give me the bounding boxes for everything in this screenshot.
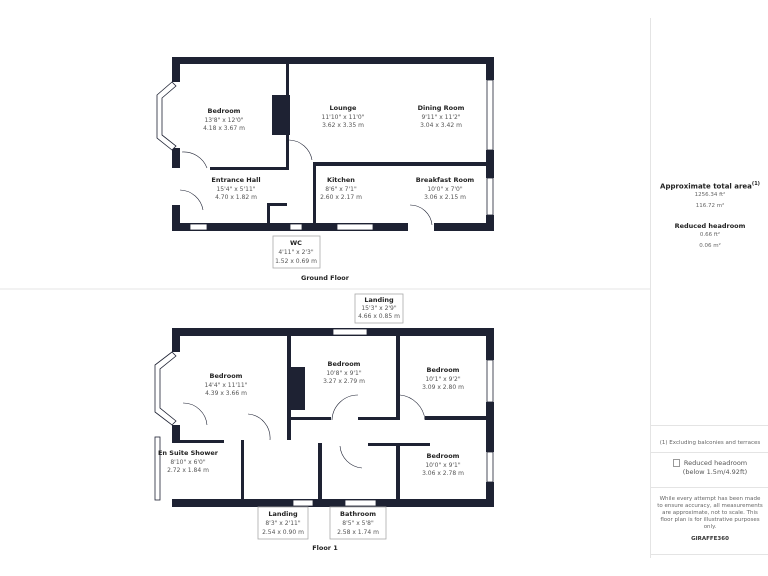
ground-floor-walls xyxy=(156,57,494,231)
room-label: Bedroom xyxy=(210,372,243,380)
disclaimer: While every attempt has been made to ens… xyxy=(657,496,763,530)
floor-title: Ground Floor xyxy=(301,274,350,282)
room-name: Lounge xyxy=(330,104,358,112)
room-label: 8'5" x 5'8" xyxy=(342,520,374,527)
room-name: Dining Room xyxy=(418,104,465,112)
room-label: 2.60 x 2.17 m xyxy=(320,194,362,201)
room-label: 8'10" x 6'0" xyxy=(170,459,206,466)
room-label: 15'4" x 5'11" xyxy=(216,186,255,193)
room-label: Bedroom xyxy=(427,452,460,460)
headroom-legend-icon xyxy=(672,459,680,467)
room-label: 2.58 x 1.74 m xyxy=(337,529,379,536)
ground-floor-labels: Bedroom 13'8" x 12'0" 4.18 x 3.67 m Loun… xyxy=(203,104,474,282)
room-label: 13'8" x 12'0" xyxy=(204,117,243,124)
room-label: 10'1" x 9'2" xyxy=(425,376,461,383)
room-label: 2.54 x 0.90 m xyxy=(262,529,304,536)
headroom-legend-note: (below 1.5m/4.92ft) xyxy=(682,468,748,476)
room-label: 3.09 x 2.80 m xyxy=(422,384,464,391)
summary-panel: Approximate total area(1) 1256.34 ft² 11… xyxy=(650,18,768,558)
floor-plan: Bedroom 13'8" x 12'0" 4.18 x 3.67 m Loun… xyxy=(0,57,650,552)
total-area-title: Approximate total area xyxy=(660,182,752,191)
room-label: 10'0" x 7'0" xyxy=(427,186,463,193)
room-label: 3.27 x 2.79 m xyxy=(323,378,365,385)
headroom-legend-label: Reduced headroom xyxy=(683,459,748,467)
room-label: 10'8" x 9'1" xyxy=(326,370,362,377)
room-label: 14'4" x 11'11" xyxy=(205,382,248,389)
room-name: Entrance Hall xyxy=(211,176,260,184)
room-label: 4.70 x 1.82 m xyxy=(215,194,257,201)
room-label: Bathroom xyxy=(340,510,376,518)
room-label: 4.66 x 0.85 m xyxy=(358,313,400,320)
footnote: (1) Excluding balconies and terraces xyxy=(659,440,761,446)
room-label: Landing xyxy=(364,296,394,304)
floor1-walls xyxy=(154,328,494,507)
room-label: 3.06 x 2.78 m xyxy=(422,470,464,477)
room-label: Bedroom xyxy=(328,360,361,368)
room-name: Breakfast Room xyxy=(416,176,475,184)
room-name: Kitchen xyxy=(327,176,355,184)
room-label: 4'11" x 2'3" xyxy=(278,249,314,256)
room-label: Bedroom xyxy=(427,366,460,374)
room-label: Landing xyxy=(268,510,298,518)
room-name: Bedroom xyxy=(208,107,241,115)
room-label: 8'6" x 7'1" xyxy=(325,186,357,193)
room-label: 3.04 x 3.42 m xyxy=(420,122,462,129)
room-label: 1.52 x 0.69 m xyxy=(275,258,317,265)
floor1-labels: Landing 15'3" x 2'9" 4.66 x 0.85 m Bedro… xyxy=(158,293,464,552)
room-name: WC xyxy=(290,239,302,247)
room-label: 4.18 x 3.67 m xyxy=(203,125,245,132)
room-label: 2.72 x 1.84 m xyxy=(167,467,209,474)
reduced-headroom-title: Reduced headroom xyxy=(674,222,746,231)
room-label: 9'11" x 11'2" xyxy=(421,114,460,121)
floor-title: Floor 1 xyxy=(312,544,338,552)
room-label: 8'3" x 2'11" xyxy=(265,520,301,527)
room-label: 3.06 x 2.15 m xyxy=(424,194,466,201)
room-label: 11'10" x 11'0" xyxy=(322,114,365,121)
brand-logo: GIRAFFE360 xyxy=(691,536,729,542)
room-label: 15'3" x 2'9" xyxy=(361,305,397,312)
room-label: 10'0" x 9'1" xyxy=(425,462,461,469)
room-label: En Suite Shower xyxy=(158,449,219,457)
room-label: 4.39 x 3.66 m xyxy=(205,390,247,397)
room-label: 3.62 x 3.35 m xyxy=(322,122,364,129)
